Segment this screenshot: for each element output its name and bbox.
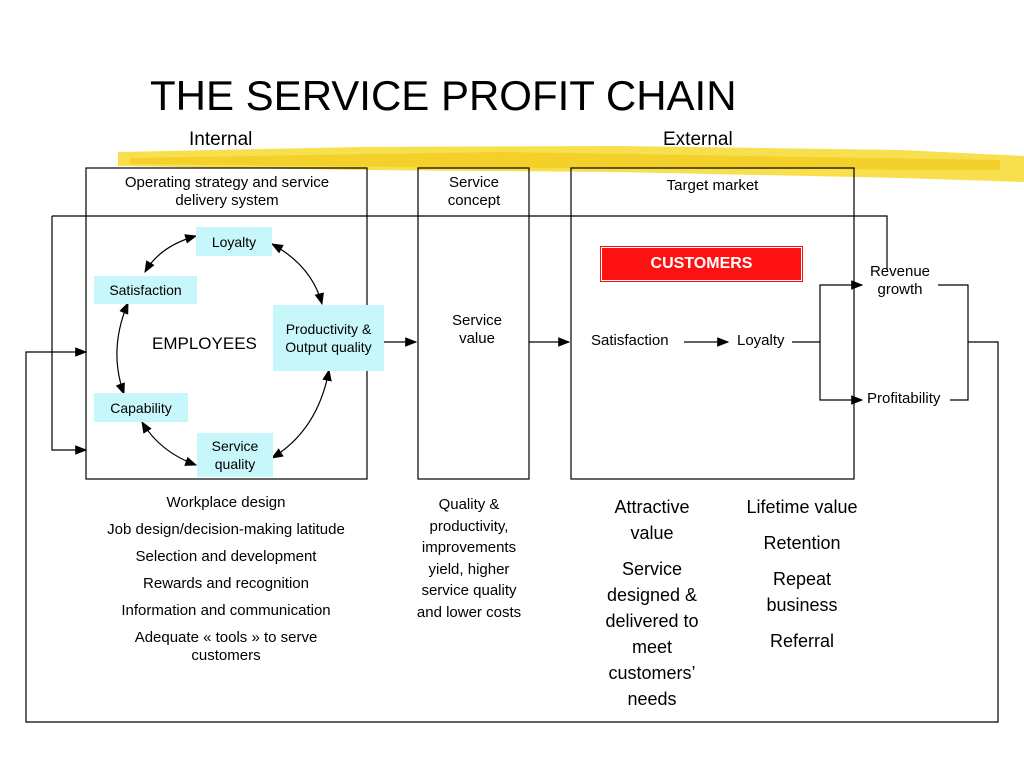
list-item: Service designed & delivered to meet cus… [605,559,699,709]
capability-box: Capability [94,393,188,422]
profitability-label: Profitability [867,390,941,407]
service-quality-box: Service quality [197,433,273,477]
productivity-box: Productivity & Output quality [273,305,384,371]
operating-box-label: Operating strategy and service delivery … [124,174,330,209]
list-item: Adequate « tools » to serve customers [134,629,318,664]
target-market-label: Target market [666,177,759,194]
service-list: Quality & productivity, improvements yie… [416,496,522,621]
list-item: Job design/decision-making latitude [107,521,345,538]
satisfaction-box: Satisfaction [94,276,197,304]
internal-list: Workplace design Job design/decision-mak… [102,494,350,674]
external-header: External [663,129,733,150]
target-market-box [570,167,855,480]
customer-satisfaction-label: Satisfaction [591,332,669,349]
customer-loyalty-label: Loyalty [737,332,785,349]
service-value-label: Service value [451,312,503,347]
list-item: Rewards and recognition [143,575,309,592]
list-item: Information and communication [121,602,331,619]
internal-header: Internal [189,129,253,150]
loyalty-box: Loyalty [196,227,272,256]
outcome-list: Lifetime value Retention Repeat business… [742,494,862,664]
list-item: Workplace design [166,494,286,511]
list-item: Retention [763,533,841,553]
list-item: Repeat business [766,569,838,615]
list-item: Lifetime value [746,497,858,517]
service-concept-label: Service concept [447,174,501,209]
list-item: Attractive value [614,497,690,543]
service-concept-box [417,167,530,480]
page-title: THE SERVICE PROFIT CHAIN [150,72,737,119]
revenue-growth-label: Revenue growth [869,263,931,298]
employees-label: EMPLOYEES [152,334,257,353]
list-item: Referral [769,631,835,651]
customer-list: Attractive value Service designed & deli… [592,494,712,722]
list-item: Selection and development [135,548,317,565]
customers-box: CUSTOMERS [601,247,802,281]
